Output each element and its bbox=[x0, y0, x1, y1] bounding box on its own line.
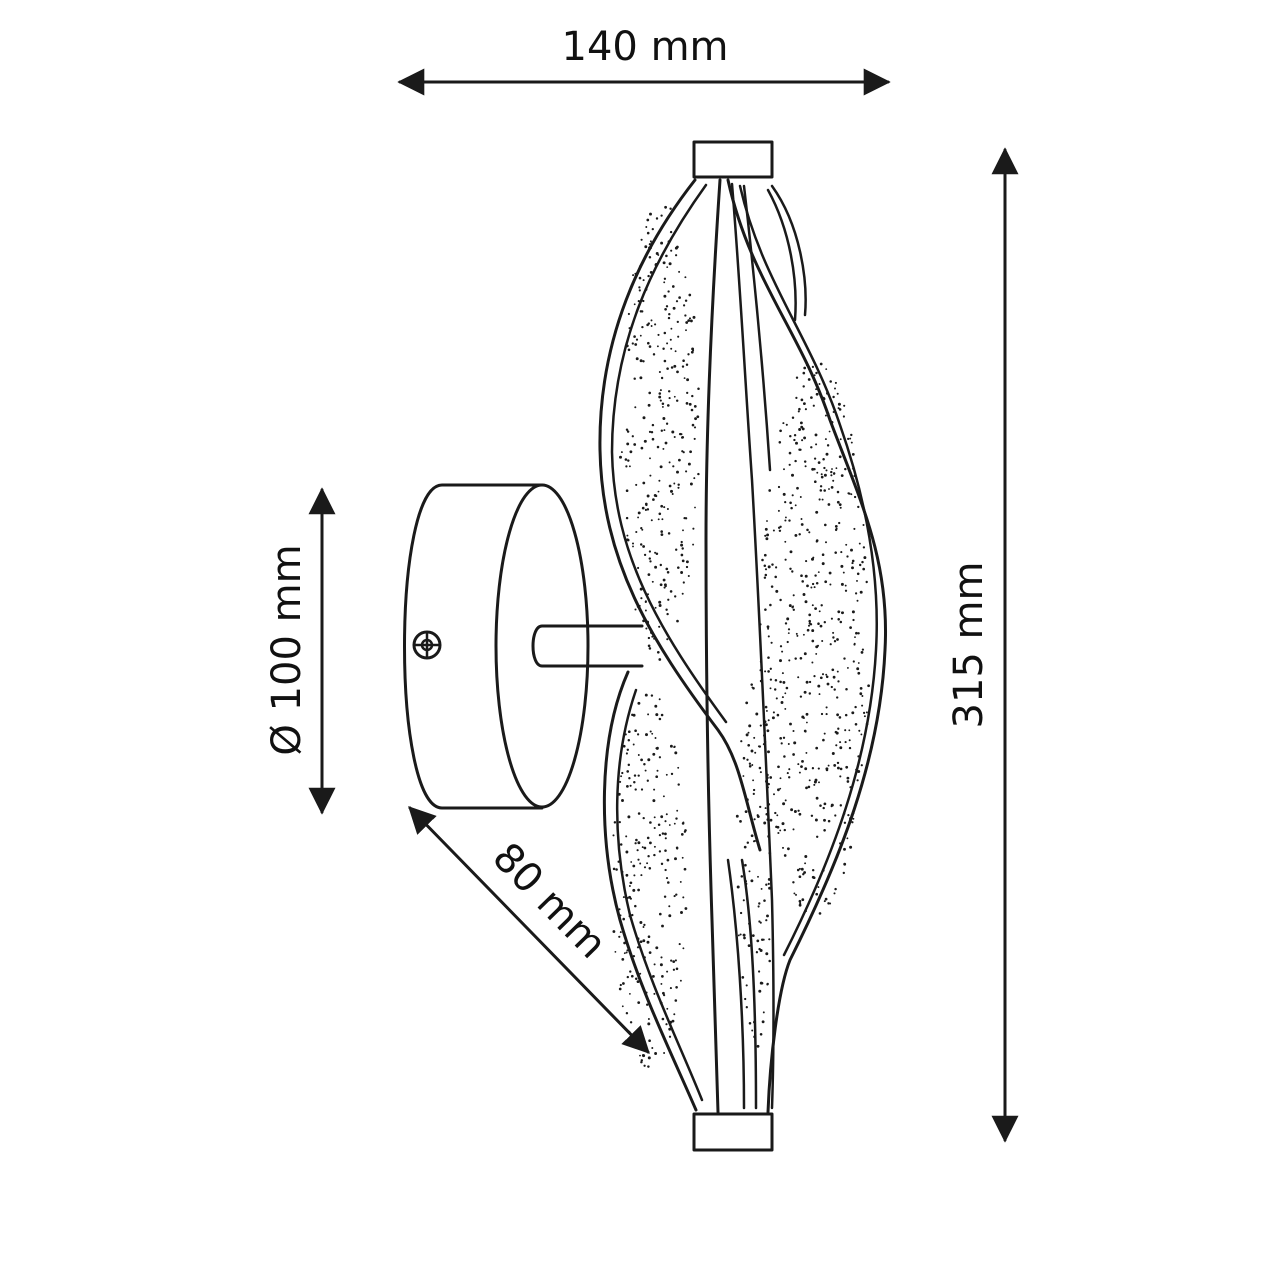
screw-icon bbox=[412, 630, 442, 660]
wall-base bbox=[403, 483, 590, 810]
height-dimension-label: 315 mm bbox=[946, 562, 992, 729]
leaf-right bbox=[726, 178, 888, 1114]
diameter-dimension: Ø 100 mm bbox=[264, 487, 336, 815]
top-cap bbox=[692, 140, 774, 179]
width-dimension-label: 140 mm bbox=[562, 24, 729, 70]
height-dimension: 315 mm bbox=[946, 147, 1019, 1143]
central-band bbox=[704, 178, 722, 1114]
depth-dimension: 80 mm bbox=[408, 806, 650, 1054]
leaf-lower-left bbox=[602, 670, 698, 1112]
wall-base-body bbox=[403, 483, 544, 810]
lamp-body bbox=[598, 140, 888, 1152]
diameter-dimension-label: Ø 100 mm bbox=[264, 544, 310, 755]
wall-base-face bbox=[494, 483, 590, 809]
crystal-texture bbox=[612, 205, 870, 1068]
lamp-arm bbox=[531, 624, 644, 668]
depth-dimension-line bbox=[408, 806, 650, 1054]
leaf-upper-left bbox=[598, 178, 762, 852]
depth-dimension-label: 80 mm bbox=[483, 834, 615, 967]
bottom-cap bbox=[692, 1112, 774, 1152]
width-dimension: 140 mm bbox=[397, 24, 891, 96]
